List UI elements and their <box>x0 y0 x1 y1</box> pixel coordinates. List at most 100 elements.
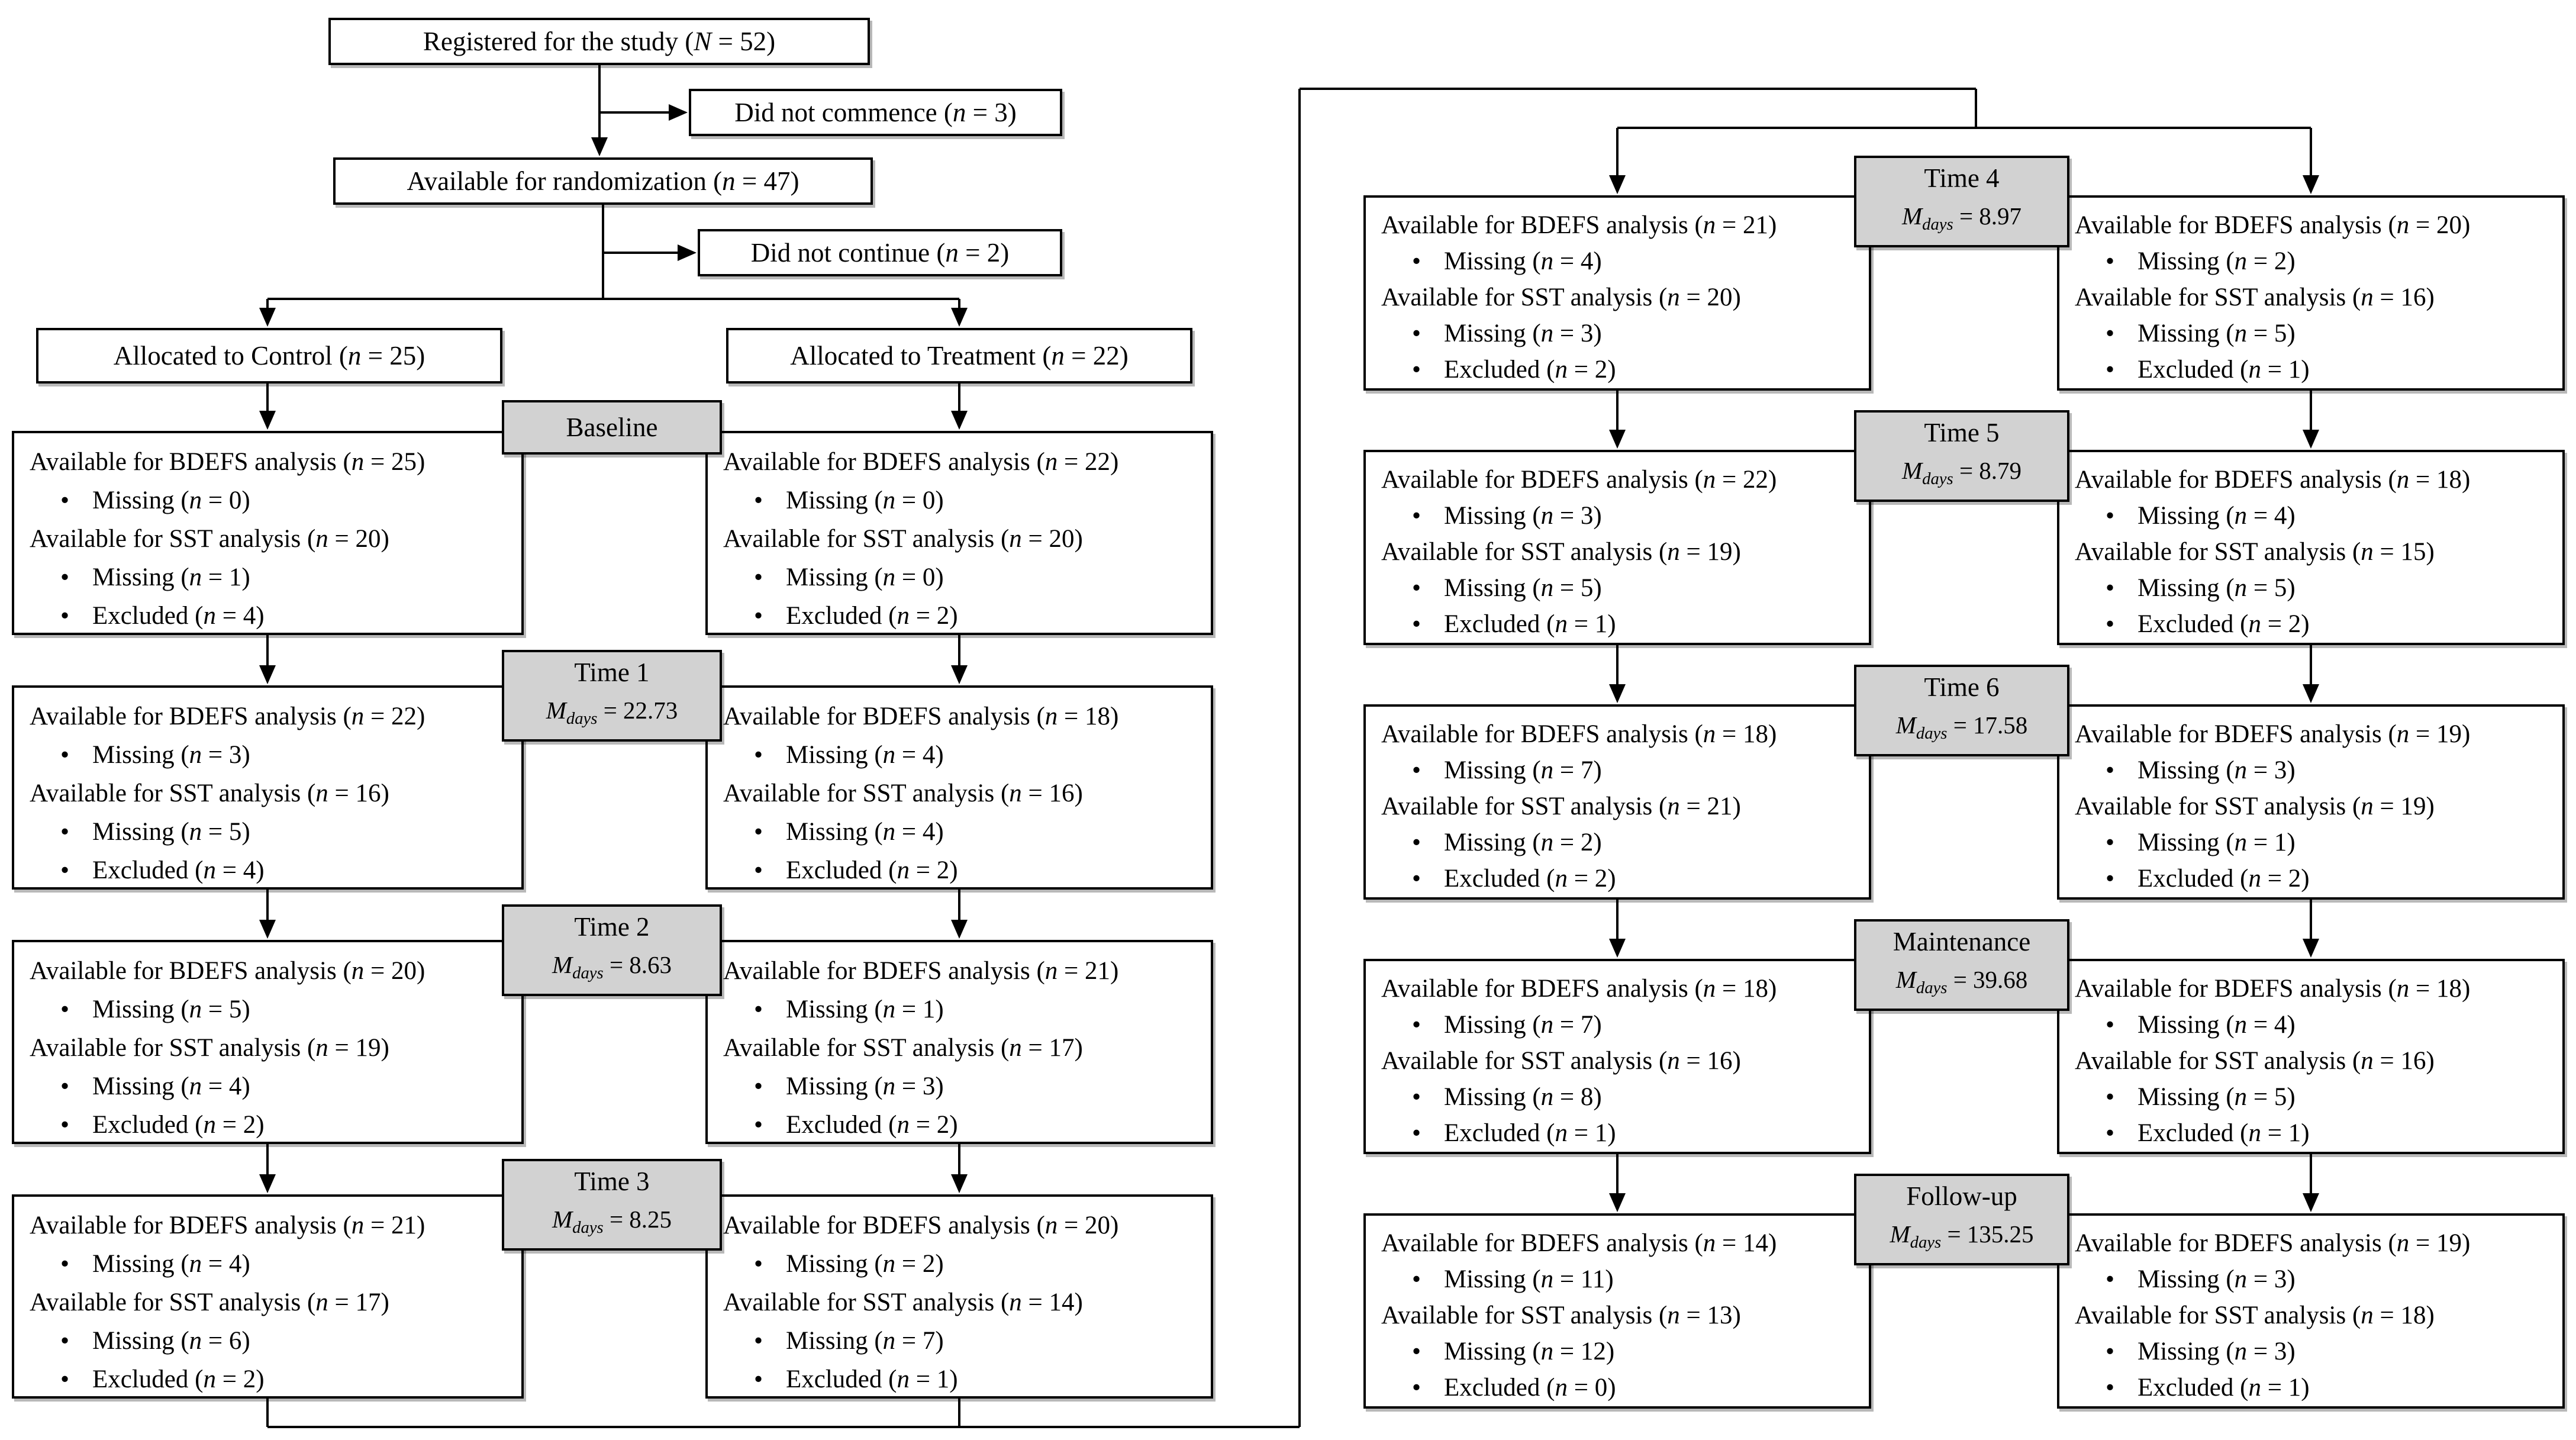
stage-maintenance-treatment-line-3: Missing (n = 5) <box>2059 1079 2562 1115</box>
stage-mean-days: Mdays = 8.97 <box>1901 202 2022 234</box>
stage-label-time-2: Time 2 Mdays = 8.63 <box>502 904 722 996</box>
arrowhead-icon <box>1609 684 1626 703</box>
stage-maintenance-treatment-line-4: Excluded (n = 1) <box>2059 1115 2562 1151</box>
arrowhead-icon <box>951 665 968 684</box>
stage-time-1-control-box: Available for BDEFS analysis (n = 22)Mis… <box>12 685 524 890</box>
stage-time-1-control-line-0: Available for BDEFS analysis (n = 22) <box>30 703 425 730</box>
did-not-commence-box: Did not commence (n = 3) <box>689 89 1062 136</box>
stage-label-baseline: Baseline <box>502 400 722 455</box>
stage-time-6-treatment-line-2: Available for SST analysis (n = 19) <box>2075 793 2435 820</box>
stage-maintenance-control-line-3: Missing (n = 8) <box>1366 1079 1869 1115</box>
stage-baseline-treatment-line-3: Missing (n = 0) <box>708 558 1211 597</box>
stage-follow-up-control-line-0: Available for BDEFS analysis (n = 14) <box>1381 1229 1777 1257</box>
did-not-continue-box: Did not continue (n = 2) <box>698 229 1062 276</box>
arrowhead-icon <box>259 665 276 684</box>
stage-baseline-control-line-4: Excluded (n = 4) <box>14 597 521 635</box>
arrowhead-icon <box>2303 684 2319 703</box>
stage-time-4-control-box: Available for BDEFS analysis (n = 21)Mis… <box>1363 195 1871 391</box>
stage-name: Time 5 <box>1924 418 2000 448</box>
stage-time-4-treatment-line-1: Missing (n = 2) <box>2059 243 2562 279</box>
arrowhead-icon <box>2303 430 2319 449</box>
stage-time-4-control-line-3: Missing (n = 3) <box>1366 315 1869 352</box>
stage-baseline-treatment-line-1: Missing (n = 0) <box>708 481 1211 520</box>
did-not-continue-label: Did not continue (n = 2) <box>750 238 1010 268</box>
stage-time-3-control-line-3: Missing (n = 6) <box>14 1322 521 1360</box>
arrowhead-icon <box>1609 939 1626 958</box>
stage-time-3-treatment-line-1: Missing (n = 2) <box>708 1245 1211 1283</box>
stage-maintenance-treatment-line-0: Available for BDEFS analysis (n = 18) <box>2075 975 2471 1003</box>
stage-time-5-control-line-1: Missing (n = 3) <box>1366 498 1869 534</box>
stage-mean-days: Mdays = 39.68 <box>1895 966 2028 998</box>
stage-time-1-treatment-line-3: Missing (n = 4) <box>708 813 1211 851</box>
stage-maintenance-control-line-1: Missing (n = 7) <box>1366 1007 1869 1043</box>
stage-mean-days: Mdays = 135.25 <box>1890 1220 2034 1252</box>
stage-baseline-control-line-1: Missing (n = 0) <box>14 481 521 520</box>
stage-mean-days: Mdays = 8.25 <box>552 1206 672 1238</box>
stage-time-5-treatment-box: Available for BDEFS analysis (n = 18)Mis… <box>2057 450 2565 645</box>
stage-time-5-control-line-2: Available for SST analysis (n = 19) <box>1381 538 1741 566</box>
stage-time-6-treatment-line-3: Missing (n = 1) <box>2059 824 2562 861</box>
allocated-treatment-label: Allocated to Treatment (n = 22) <box>790 341 1129 371</box>
stage-time-5-treatment-line-2: Available for SST analysis (n = 15) <box>2075 538 2435 566</box>
stage-mean-days: Mdays = 8.63 <box>552 951 672 983</box>
stage-maintenance-treatment-line-2: Available for SST analysis (n = 16) <box>2075 1047 2435 1075</box>
stage-name: Baseline <box>566 413 658 442</box>
stage-baseline-control-line-3: Missing (n = 1) <box>14 558 521 597</box>
stage-maintenance-control-box: Available for BDEFS analysis (n = 18) Mis… <box>1363 959 1871 1154</box>
stage-time-4-treatment-line-0: Available for BDEFS analysis (n = 20) <box>2075 211 2471 239</box>
stage-time-6-control-line-2: Available for SST analysis (n = 21) <box>1381 793 1741 820</box>
arrowhead-icon <box>259 920 276 939</box>
available-for-randomization-label: Available for randomization (n = 47) <box>407 166 799 196</box>
stage-time-2-treatment-line-0: Available for BDEFS analysis (n = 21) <box>723 957 1119 985</box>
stage-time-4-treatment-box: Available for BDEFS analysis (n = 20) Mis… <box>2057 195 2565 391</box>
stage-time-5-control-line-4: Excluded (n = 1) <box>1366 606 1869 642</box>
arrowhead-icon <box>259 411 276 430</box>
stage-follow-up-control-line-1: Missing (n = 11) <box>1366 1261 1869 1297</box>
stage-name: Follow-up <box>1906 1181 2017 1212</box>
stage-time-3-control-box: Available for BDEFS analysis (n = 21) Mis… <box>12 1194 524 1399</box>
stage-time-1-treatment-line-4: Excluded (n = 2) <box>708 851 1211 890</box>
stage-name: Time 1 <box>574 658 650 688</box>
stage-follow-up-treatment-line-1: Missing (n = 3) <box>2059 1261 2562 1297</box>
arrowhead-icon <box>1609 175 1626 194</box>
allocated-control-box: Allocated to Control (n = 25) <box>36 328 502 384</box>
stage-maintenance-treatment-box: Available for BDEFS analysis (n = 18) Mis… <box>2057 959 2565 1154</box>
stage-time-1-treatment-line-2: Available for SST analysis (n = 16) <box>723 779 1083 807</box>
stage-time-4-treatment-line-4: Excluded (n = 1) <box>2059 352 2562 388</box>
arrowhead-icon <box>951 308 968 327</box>
stage-baseline-treatment-line-4: Excluded (n = 2) <box>708 597 1211 635</box>
stage-time-5-treatment-line-3: Missing (n = 5) <box>2059 570 2562 606</box>
stage-name: Time 3 <box>574 1167 650 1197</box>
arrowhead-icon <box>2303 1193 2319 1212</box>
stage-maintenance-control-line-0: Available for BDEFS analysis (n = 18) <box>1381 975 1777 1003</box>
stage-follow-up-treatment-line-4: Excluded (n = 1) <box>2059 1370 2562 1406</box>
stage-time-4-treatment-line-2: Available for SST analysis (n = 16) <box>2075 284 2435 311</box>
stage-name: Time 2 <box>574 912 650 942</box>
stage-time-1-treatment-line-1: Missing (n = 4) <box>708 736 1211 774</box>
stage-follow-up-treatment-line-2: Available for SST analysis (n = 18) <box>2075 1302 2435 1329</box>
stage-baseline-treatment-line-2: Available for SST analysis (n = 20) <box>723 525 1083 553</box>
stage-time-3-control-line-4: Excluded (n = 2) <box>14 1360 521 1399</box>
stage-baseline-control-box: Available for BDEFS analysis (n = 25)Mis… <box>12 431 524 635</box>
stage-time-2-treatment-line-1: Missing (n = 1) <box>708 990 1211 1029</box>
arrowhead-icon <box>669 104 688 121</box>
stage-follow-up-treatment-line-3: Missing (n = 3) <box>2059 1333 2562 1370</box>
arrowhead-icon <box>1609 1193 1626 1212</box>
stage-time-6-treatment-line-0: Available for BDEFS analysis (n = 19) <box>2075 720 2471 748</box>
stage-time-5-control-line-3: Missing (n = 5) <box>1366 570 1869 606</box>
arrowhead-icon <box>951 1174 968 1193</box>
stage-time-3-control-line-0: Available for BDEFS analysis (n = 21) <box>30 1212 425 1239</box>
stage-time-3-treatment-line-3: Missing (n = 7) <box>708 1322 1211 1360</box>
stage-maintenance-control-line-2: Available for SST analysis (n = 16) <box>1381 1047 1741 1075</box>
stage-follow-up-treatment-box: Available for BDEFS analysis (n = 19) Mis… <box>2057 1213 2565 1409</box>
stage-time-2-control-line-2: Available for SST analysis (n = 19) <box>30 1034 389 1062</box>
stage-follow-up-treatment-line-0: Available for BDEFS analysis (n = 19) <box>2075 1229 2471 1257</box>
stage-time-2-control-box: Available for BDEFS analysis (n = 20)Mis… <box>12 940 524 1144</box>
stage-time-3-treatment-line-4: Excluded (n = 1) <box>708 1360 1211 1399</box>
stage-baseline-treatment-line-0: Available for BDEFS analysis (n = 22) <box>723 448 1119 476</box>
stage-time-4-control-line-4: Excluded (n = 2) <box>1366 352 1869 388</box>
